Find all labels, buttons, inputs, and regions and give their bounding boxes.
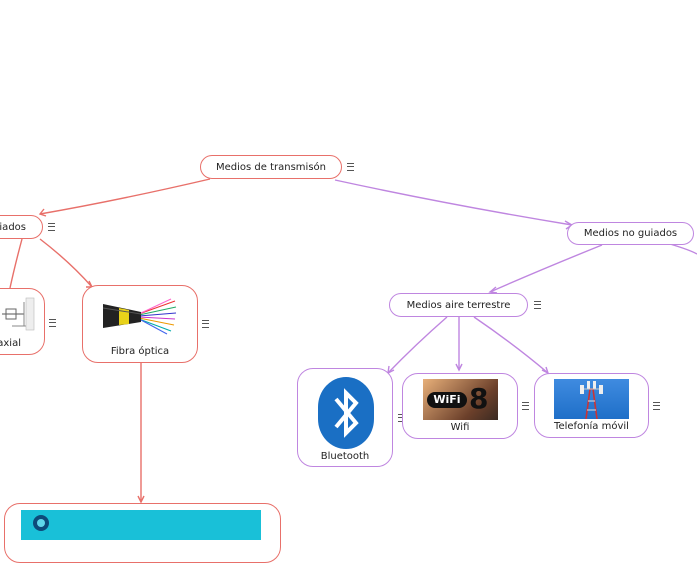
guided-node-label: iados	[0, 221, 26, 233]
coax-card-label: axial	[0, 338, 21, 349]
edge-root-unguided	[334, 179, 573, 226]
edge-air-mobile	[473, 316, 549, 374]
wifi-card-label: Wifi	[450, 422, 470, 433]
bluetooth-card-label: Bluetooth	[320, 451, 370, 462]
wifi-card[interactable]: WiFi 8 Wifi	[402, 373, 518, 439]
menu-icon[interactable]	[534, 301, 541, 309]
edge-unguided-air	[489, 244, 603, 293]
fiber-child-card[interactable]	[4, 503, 281, 563]
bluetooth-icon	[317, 376, 375, 450]
menu-icon[interactable]	[398, 414, 405, 422]
fiber-cable-icon	[101, 298, 177, 336]
root-node-label: Medios de transmisón	[216, 161, 326, 173]
fiber-card[interactable]: Fibra óptica	[82, 285, 198, 363]
edge-air-bluetooth	[387, 316, 448, 374]
menu-icon[interactable]	[49, 319, 56, 327]
edge-guided-coax	[9, 238, 23, 289]
menu-icon[interactable]	[48, 223, 55, 231]
menu-icon[interactable]	[202, 320, 209, 328]
air-node-label: Medios aire terrestre	[406, 299, 511, 311]
cell-tower-icon	[554, 379, 629, 419]
edge-unguided-offscreen	[669, 243, 697, 255]
edge-root-guided	[39, 178, 211, 215]
fiber-child-image	[21, 510, 261, 540]
coax-card[interactable]: axial	[0, 288, 45, 355]
menu-icon[interactable]	[347, 163, 354, 171]
coaxial-cable-icon	[2, 296, 36, 332]
air-node[interactable]: Medios aire terrestre	[389, 293, 528, 317]
mobile-card[interactable]: Telefonía móvil	[534, 373, 649, 438]
wifi-logo-badge: WiFi	[427, 392, 467, 408]
unguided-node-label: Medios no guiados	[583, 228, 678, 239]
wifi-logo-digit: 8	[469, 382, 489, 415]
edge-guided-fiber	[39, 238, 93, 288]
wifi-logo-image: WiFi 8	[423, 379, 498, 420]
root-node[interactable]: Medios de transmisón	[200, 155, 342, 179]
unguided-node[interactable]: Medios no guiados	[567, 222, 694, 245]
bluetooth-card[interactable]: Bluetooth	[297, 368, 393, 467]
fiber-card-label: Fibra óptica	[110, 346, 170, 357]
mobile-card-label: Telefonía móvil	[554, 421, 629, 432]
menu-icon[interactable]	[522, 402, 529, 410]
menu-icon[interactable]	[653, 402, 660, 410]
guided-node[interactable]: iados	[0, 215, 43, 239]
